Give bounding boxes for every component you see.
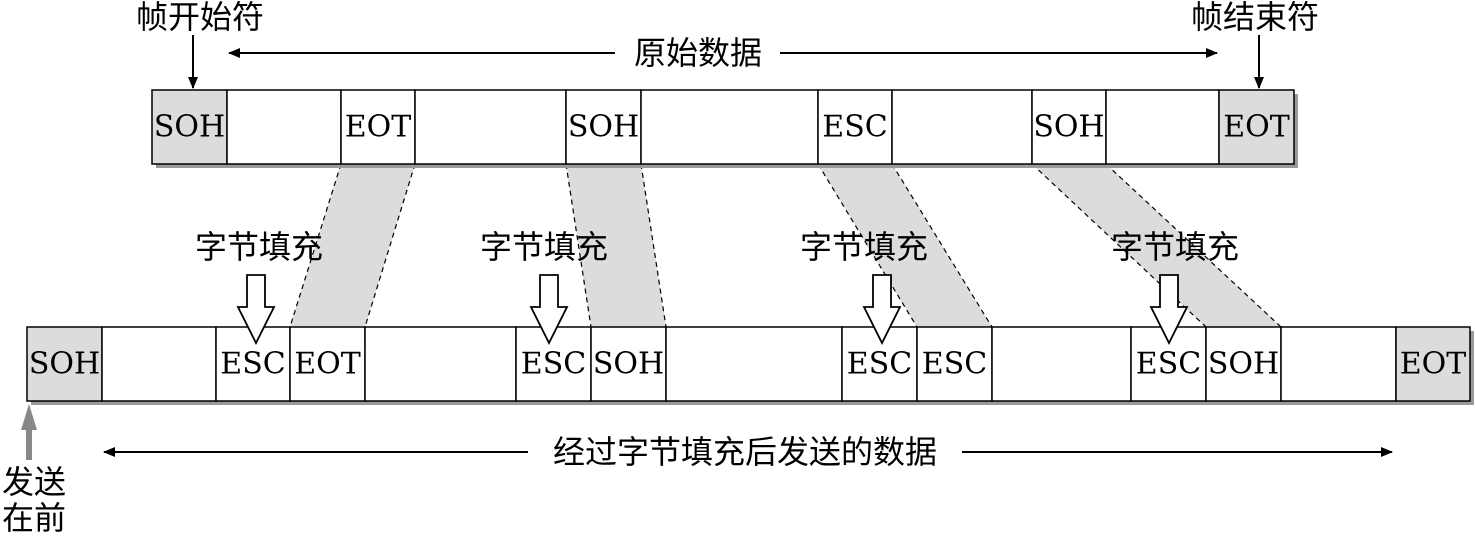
band-eot-right-edge <box>364 163 416 328</box>
stuffed-frame-cell-label-11: ESC <box>1136 347 1201 382</box>
original-frame-cell-8 <box>1031 89 1107 165</box>
stuffed-frame-cell-label-8: ESC <box>847 347 912 382</box>
stuffed-frame-cell-13 <box>1280 326 1397 402</box>
stuffed-frame-cell-10 <box>991 326 1132 402</box>
byte-stuffing-label-2: 字节填充 <box>480 228 608 266</box>
original-frame-cell-label-0: SOH <box>154 110 225 145</box>
original-frame-cell-1 <box>226 89 342 165</box>
band-soh-2 <box>1032 164 1281 327</box>
original-frame-cell-label-2: EOT <box>345 110 412 145</box>
original-frame-cell-5 <box>640 89 819 165</box>
send-first-arrow <box>21 404 37 460</box>
band-soh-left-edge <box>565 163 592 328</box>
stuffed-frame-cell-14 <box>1395 326 1471 402</box>
send-first-line-1: 在前 <box>2 499 66 536</box>
stuffed-frame-cell-label-12: SOH <box>1208 347 1279 382</box>
stuffed-frame-cell-3 <box>289 326 366 402</box>
stuffed-frame-cell-12 <box>1205 326 1282 402</box>
stuffing-down-arrow-1 <box>236 274 276 346</box>
band-eot <box>290 164 415 327</box>
frame-end-label: 帧结束符 <box>1191 0 1319 36</box>
original-frame-cell-6 <box>817 89 893 165</box>
byte-stuffing-label-4: 字节填充 <box>1111 228 1239 266</box>
band-esc-right-edge <box>891 163 993 328</box>
stuffed-frame-cell-label-2: ESC <box>220 347 285 382</box>
band-soh <box>566 164 666 327</box>
stuffing-down-arrow-4 <box>1149 274 1189 346</box>
frame-start-label: 帧开始符 <box>136 0 264 36</box>
original-frame-cell-label-4: SOH <box>568 110 639 145</box>
byte-stuffing-label-3: 字节填充 <box>800 228 928 266</box>
original-frame-cell-label-10: EOT <box>1223 110 1290 145</box>
stuffed-frame-cell-2 <box>215 326 291 402</box>
send-first-line-0: 发送 <box>2 463 66 501</box>
send-first-label: 发送在前 <box>2 463 66 536</box>
stuffed-frame-cell-label-14: EOT <box>1400 347 1467 382</box>
stuffed-frame-cell-label-0: SOH <box>29 347 100 382</box>
original-frame-cell-7 <box>891 89 1033 165</box>
original-frame-cell-label-8: SOH <box>1033 110 1104 145</box>
band-esc-left-edge <box>817 163 918 328</box>
stuffing-down-arrow-3 <box>862 274 902 346</box>
stuffed-frame-cell-5 <box>515 326 592 402</box>
stuffing-bands <box>289 163 1282 328</box>
stuffed-frame-cell-label-3: EOT <box>294 347 361 382</box>
original-frame-cell-10 <box>1218 89 1295 165</box>
original-data-label: 原始数据 <box>634 34 762 72</box>
stuffed-frame-cell-6 <box>590 326 667 402</box>
sent-data-label: 经过字节填充后发送的数据 <box>553 433 937 471</box>
original-frame-cell-3 <box>414 89 567 165</box>
stuffed-frame-cell-4 <box>364 326 517 402</box>
stuffing-down-arrow-2 <box>529 274 569 346</box>
band-esc <box>818 164 992 327</box>
stuffed-frame-cell-7 <box>665 326 843 402</box>
stuffed-frame-cell-1 <box>101 326 217 402</box>
byte-stuffing-label-1: 字节填充 <box>195 228 323 266</box>
band-eot-left-edge <box>289 163 342 328</box>
stuffed-frame-cell-label-9: ESC <box>922 347 987 382</box>
band-soh-right-edge <box>640 163 667 328</box>
original-frame-cell-9 <box>1105 89 1220 165</box>
stuffed-frame-cell-label-5: ESC <box>521 347 586 382</box>
band-soh2-right-edge <box>1105 163 1282 328</box>
original-frame: SOH EOT SOH ESC SOH EOT <box>151 89 1298 168</box>
original-frame-cell-label-6: ESC <box>822 110 887 145</box>
stuffed-frame-cell-9 <box>916 326 993 402</box>
stuffed-frame-cell-label-6: SOH <box>593 347 664 382</box>
